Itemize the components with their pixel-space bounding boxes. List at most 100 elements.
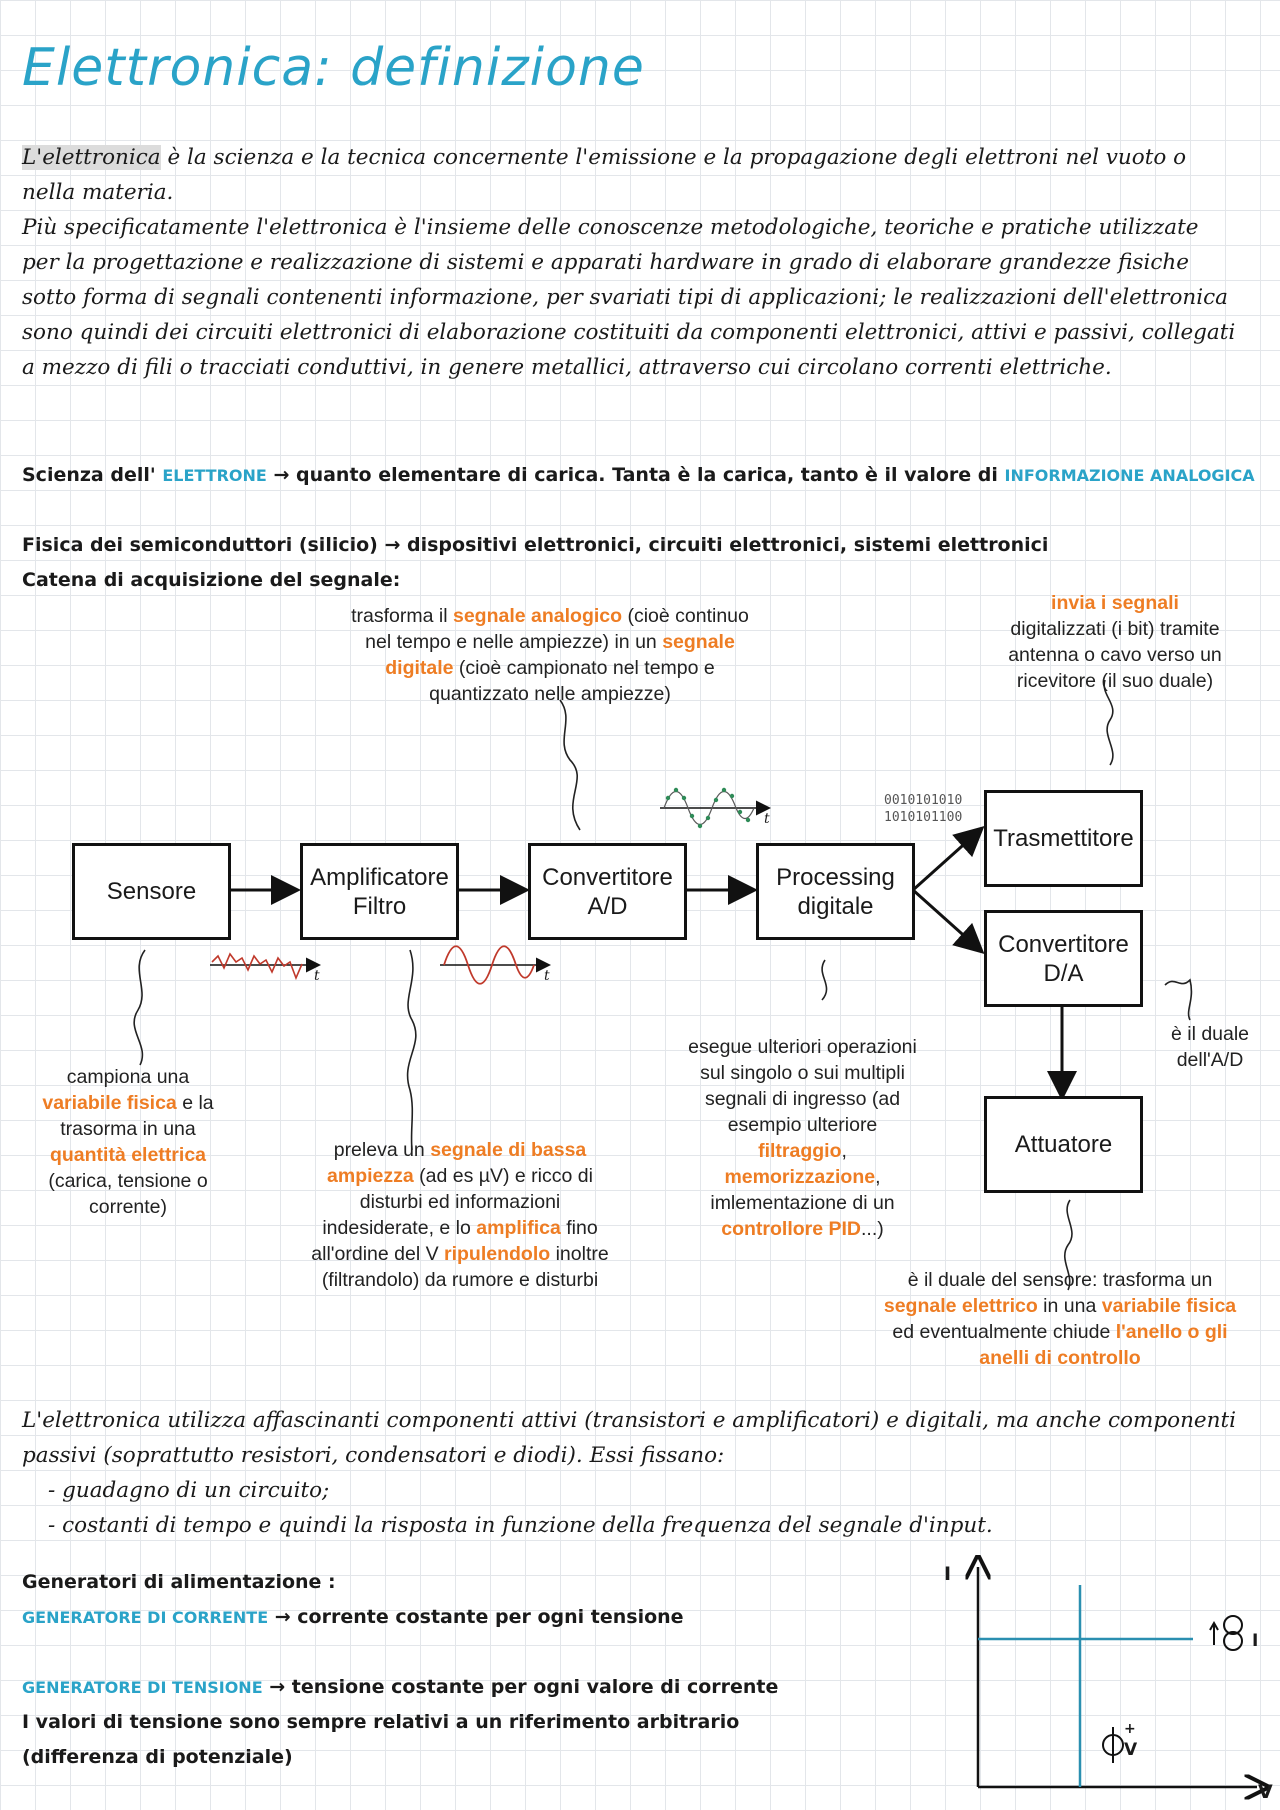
- note-amp-d: amplifica: [476, 1217, 561, 1239]
- note-adc-a: trasforma il: [351, 605, 453, 627]
- squiggle-proc: [821, 959, 828, 1001]
- note-att-a: è il duale del sensore: trasforma un: [907, 1269, 1213, 1291]
- components-bullet-2: - costanti di tempo e quindi la risposta…: [48, 1513, 993, 1538]
- voltage-generator-desc: → tensione costante per ogni valore di c…: [262, 1676, 779, 1698]
- note-att-c: in una: [1037, 1295, 1102, 1317]
- box-att-label: Attuatore: [1014, 1131, 1113, 1158]
- note-attuatore: è il duale del sensore: trasforma un seg…: [880, 1267, 1240, 1371]
- bits-display: 0010101010 1010101100: [884, 792, 962, 826]
- note-att-d: variabile fisica: [1101, 1295, 1237, 1317]
- y-axis-label: I: [944, 1563, 952, 1585]
- arrow-proc-tx: [911, 825, 985, 892]
- note-amp-e: fino all'ordine del V: [311, 1217, 598, 1265]
- note-proc-e: , imlementazione di un: [710, 1166, 895, 1214]
- box-attuatore: Attuatore: [984, 1096, 1143, 1193]
- current-generator-name: GENERATORE DI CORRENTE: [22, 1608, 269, 1627]
- potential-difference-note: (differenza di potenziale): [22, 1746, 293, 1768]
- note-tx: invia i segnali digitalizzati (i bit) tr…: [985, 590, 1245, 694]
- squiggle-dac: [1164, 978, 1193, 1021]
- bits-line-2: 1010101100: [884, 810, 963, 825]
- voltage-generator-name: GENERATORE DI TENSIONE: [22, 1678, 263, 1697]
- note-proc-a: esegue ulteriori operazioni sul singolo …: [688, 1036, 917, 1136]
- note-proc-g: ...): [861, 1218, 884, 1240]
- note-att-f: l'anello o gli anelli di controllo: [979, 1321, 1228, 1369]
- note-att-b: segnale elettrico: [883, 1295, 1038, 1317]
- note-sensore-a: campiona una: [66, 1066, 190, 1088]
- voltage-generator-line: GENERATORE DI TENSIONE → tensione costan…: [22, 1670, 922, 1705]
- note-sensore-e: (carica, tensione o corrente): [48, 1170, 208, 1218]
- note-sensore-d: quantità elettrica: [49, 1144, 207, 1166]
- box-trasmettitore: Trasmettitore: [984, 790, 1143, 887]
- box-adc-line2: A/D: [587, 892, 628, 920]
- box-dac-line2: D/A: [1043, 959, 1084, 987]
- page-title: Elettronica: definizione: [22, 38, 645, 98]
- diagram-connectors: [133, 679, 1193, 1291]
- note-proc-b: filtraggio: [758, 1140, 842, 1162]
- note-semiconductors: Fisica dei semiconduttori (silicio) → di…: [22, 534, 1049, 556]
- note-sensore: campiona una variabile fisica e la traso…: [28, 1064, 228, 1220]
- t-label-1: t: [314, 968, 320, 984]
- intro-term: L'elettronica: [22, 145, 161, 170]
- box-amp-line1: Amplificatore: [310, 863, 449, 891]
- generators-heading: Generatori di alimentazione :: [22, 1571, 336, 1593]
- intro-paragraph-2: Più specificatamente l'elettronica è l'i…: [22, 215, 1236, 380]
- box-proc-line1: Processing: [776, 863, 895, 891]
- squiggle-att: [1063, 1199, 1073, 1291]
- note-amplificatore: preleva un segnale di bassa ampiezza (ad…: [305, 1137, 615, 1293]
- box-amp-line2: Filtro: [352, 892, 407, 920]
- voltage-source-icon: [1102, 1727, 1124, 1763]
- box-proc-line2: digitale: [797, 892, 874, 920]
- x-axis-label: V: [1258, 1781, 1273, 1803]
- box-tx-label: Trasmettitore: [993, 825, 1134, 852]
- box-sensore-label: Sensore: [106, 878, 197, 905]
- bits-line-1: 0010101010: [884, 793, 963, 808]
- voltage-symbol-label: V: [1124, 1740, 1138, 1760]
- squiggle-adc: [559, 699, 581, 831]
- note-electron: Scienza dell' ELETTRONE → quanto element…: [22, 458, 1262, 493]
- note-info-keyword: INFORMAZIONE ANALOGICA: [1004, 466, 1255, 485]
- note-amp-b: segnale di bassa ampiezza: [327, 1139, 587, 1187]
- note-att-e: ed eventualmente chiude: [892, 1321, 1116, 1343]
- intro-text: L'elettronica è la scienza e la tecnica …: [22, 140, 1242, 385]
- components-bullet-1: - guadagno di un circuito;: [48, 1478, 330, 1503]
- voltage-reference-note: I valori di tensione sono sempre relativ…: [22, 1711, 740, 1733]
- note-sensore-b: variabile fisica: [42, 1092, 177, 1114]
- note-tx-a: invia i segnali: [1051, 592, 1179, 614]
- note-processing: esegue ulteriori operazioni sul singolo …: [685, 1034, 920, 1242]
- squiggle-tx: [1103, 679, 1114, 766]
- current-generator-desc: → corrente costante per ogni tensione: [268, 1606, 684, 1628]
- intro-p1-rest: è la scienza e la tecnica concernente l'…: [22, 145, 1187, 205]
- arrow-proc-dac: [911, 888, 985, 955]
- note-adc-c: (cioè continuo nel tempo e nelle ampiezz…: [365, 605, 749, 653]
- note-adc-b: segnale analogico: [452, 605, 623, 627]
- note-tx-b: digitalizzati (i bit) tramite antenna o …: [1008, 618, 1222, 692]
- note-proc-d: memorizzazione: [724, 1166, 876, 1188]
- t-label-2: t: [544, 968, 550, 984]
- note-adc-e: (cioè campionato nel tempo e quantizzato…: [429, 657, 715, 705]
- current-symbol-label: I: [1252, 1631, 1259, 1651]
- noisy-signal-icon: [210, 952, 321, 981]
- intro-paragraph-1: L'elettronica è la scienza e la tecnica …: [22, 140, 1242, 210]
- note-dac: è il duale dell'A/D: [1170, 1023, 1250, 1071]
- sampled-signal-icon: [660, 787, 771, 829]
- iv-graph: [935, 1555, 1270, 1805]
- note-adc: trasforma il segnale analogico (cioè con…: [340, 603, 760, 707]
- box-dac-line1: Convertitore: [998, 930, 1129, 958]
- note-electron-keyword: ELETTRONE: [162, 466, 267, 485]
- note-proc-f: controllore PID: [721, 1218, 862, 1240]
- t-label-3: t: [764, 811, 770, 827]
- clean-signal-icon: [440, 945, 551, 985]
- note-amp-a: preleva un: [333, 1139, 431, 1161]
- box-sensore: Sensore: [72, 843, 231, 940]
- box-adc-line1: Convertitore: [542, 863, 673, 891]
- note-amp-f: ripulendolo: [444, 1243, 551, 1265]
- components-intro: L'elettronica utilizza affascinanti comp…: [22, 1408, 1237, 1468]
- current-source-icon: [1209, 1615, 1243, 1651]
- squiggle-sensore: [133, 949, 146, 1066]
- components-text: L'elettronica utilizza affascinanti comp…: [22, 1403, 1252, 1543]
- voltage-symbol-plus: +: [1124, 1721, 1136, 1737]
- note-amp-c: (ad es µV) e ricco di disturbi ed inform…: [322, 1165, 593, 1239]
